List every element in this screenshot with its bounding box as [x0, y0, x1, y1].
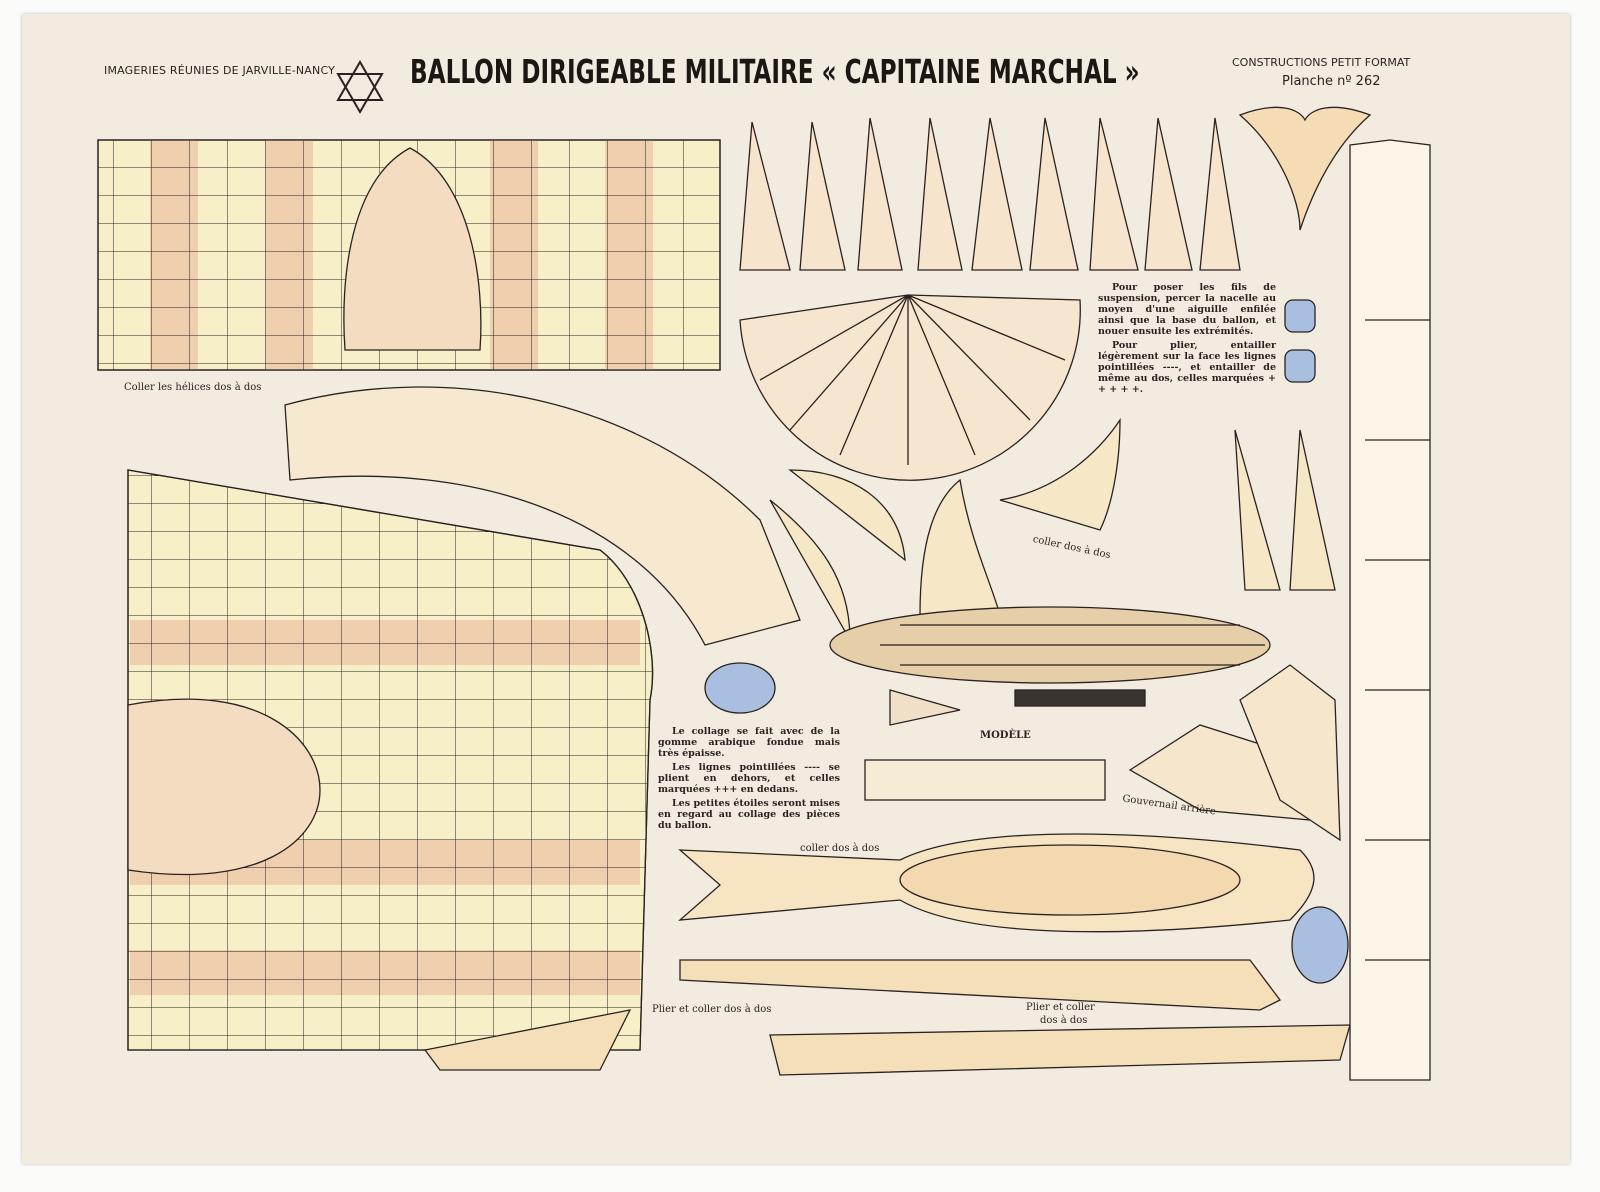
fold-glue-right-label-2: dos à dos [1040, 1015, 1088, 1026]
instruction-paragraph: Pour plier, entailler légèrement sur la … [1098, 340, 1276, 395]
instruction-paragraph: Les petites étoiles seront mises en rega… [658, 798, 840, 831]
airship-model-illustration [829, 606, 1271, 726]
propellers-label: Coller les hélices dos à dos [124, 382, 262, 393]
blue-parts [704, 299, 1349, 984]
balloon-top-panel [97, 139, 721, 371]
plate-number: Planche nº 262 [1282, 74, 1381, 89]
balloon-gores [739, 106, 1372, 271]
keel-left [423, 1009, 632, 1071]
gluing-instructions: Le collage se fait avec de la gomme arab… [658, 726, 840, 834]
series-name: CONSTRUCTIONS PETIT FORMAT [1232, 56, 1411, 69]
fold-glue-left-label: Plier et coller dos à dos [652, 1004, 772, 1015]
suspension-instructions: Pour poser les fils de suspension, perce… [1098, 282, 1276, 398]
right-column-strip [1349, 139, 1431, 1081]
tail-fins [769, 417, 1336, 643]
publisher-name: Imageries Réunies de Jarville-Nancy [104, 64, 336, 77]
hull-glue-label: coller dos à dos [800, 843, 880, 854]
fold-glue-right-label: Plier et coller [1026, 1002, 1095, 1013]
sheet-title: BALLON DIRIGEABLE MILITAIRE « CAPITAINE … [410, 52, 1140, 91]
keel-lower [769, 1024, 1351, 1076]
balloon-end-fan [739, 294, 1081, 481]
balloon-arc-band [284, 386, 801, 646]
model-label: MODÈLE [980, 730, 1031, 741]
star-emblem-icon [336, 60, 384, 114]
gallery-strip [864, 759, 1106, 801]
instruction-paragraph: Les lignes pointillées ---- se plient en… [658, 762, 840, 795]
balloon-main-panel [127, 469, 654, 1051]
instruction-paragraph: Pour poser les fils de suspension, perce… [1098, 282, 1276, 337]
rudder-fin [1239, 664, 1341, 842]
instruction-paragraph: Le collage se fait avec de la gomme arab… [658, 726, 840, 759]
keel-upper [679, 959, 1281, 1011]
